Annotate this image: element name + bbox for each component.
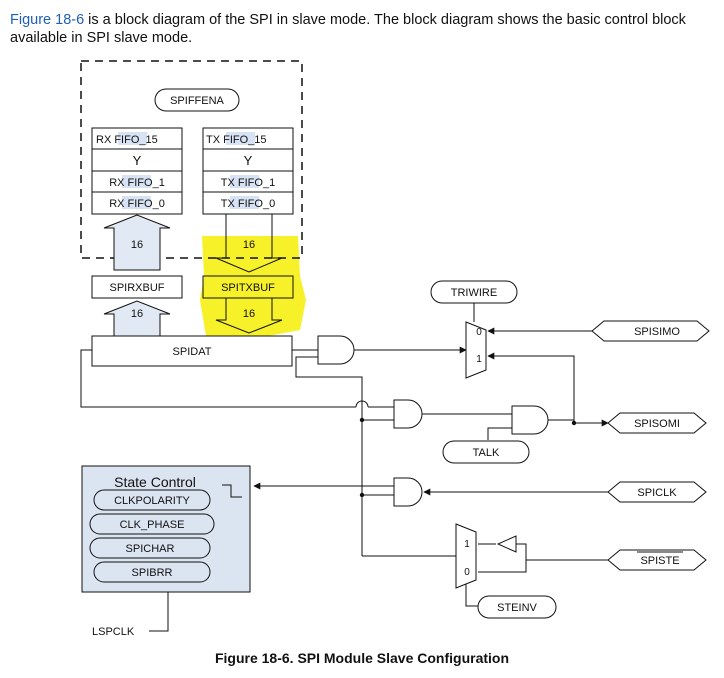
tx-fifo-bus-width: 16 (243, 239, 255, 251)
inverter-buffer (496, 535, 517, 553)
tx-fifo-15: TX FIFO_15 (206, 134, 267, 146)
spidat-box (91, 335, 293, 367)
steinv-wire (465, 584, 478, 607)
ste-to-inverter-wire (516, 543, 608, 561)
rx-fifo-bus-arrow (103, 214, 171, 271)
spisimo-label: SPISIMO (634, 326, 680, 338)
state-control-title: State Control (114, 474, 196, 490)
spidat-label: SPIDAT (173, 346, 212, 358)
steinv-label: STEINV (497, 602, 537, 614)
enable-junction-2 (359, 492, 365, 498)
steinv-pill (477, 595, 557, 619)
figure-caption: Figure 18-6. SPI Module Slave Configurat… (214, 650, 510, 666)
clock-waveform-icon (222, 484, 242, 498)
spiclk-port (607, 481, 707, 503)
rx-fifo-15: RX FIFO_15 (96, 134, 158, 146)
spirxbuf-box (91, 275, 183, 299)
rx-dat-bus-arrow (103, 300, 171, 337)
and-gate-somi-2 (511, 405, 549, 435)
rx-fifo-0: RX FIFO_0 (109, 198, 165, 210)
spisomi-port (607, 412, 707, 434)
simo-mux-in1: 1 (476, 354, 482, 365)
spisomi-label: SPISOMI (634, 418, 680, 430)
and-gate-somi-1 (393, 399, 423, 429)
state-item-clk-phase: CLK_PHASE (120, 519, 185, 531)
tx-fifo-stack: TX FIFO_15 Y TX FIFO_1 TX FIFO_0 (202, 127, 294, 215)
lspclk-label: LSPCLK (92, 626, 135, 638)
tx-fifo-1: TX FIFO_1 (221, 177, 275, 189)
rx-dat-bus-width: 16 (131, 308, 143, 320)
somi-feedback-wire (487, 352, 575, 423)
spitxbuf-label: SPITXBUF (221, 282, 275, 294)
state-item-spichar: SPICHAR (126, 543, 175, 555)
spirxbuf-label: SPIRXBUF (109, 282, 164, 294)
and-gate-clk (393, 477, 423, 507)
ste-mux-in0: 0 (464, 567, 470, 578)
and-gate-simo (317, 335, 355, 365)
talk-wire (487, 427, 512, 440)
spiffena-label: SPIFFENA (170, 95, 224, 107)
triwire-label: TRIWIRE (451, 287, 497, 299)
talk-pill (442, 440, 530, 464)
intro-line-2: available in SPI slave mode. (10, 30, 193, 46)
simo-mux (465, 321, 487, 379)
rx-fifo-stack: RX FIFO_15 Y RX FIFO_1 RX FIFO_0 (91, 127, 183, 215)
spiffena-pill (154, 88, 240, 112)
enable-to-simo-and (295, 356, 363, 420)
simo-mux-in0: 0 (476, 327, 482, 338)
rx-fifo-bus-width: 16 (131, 239, 143, 251)
ste-mux-in1: 1 (464, 539, 470, 550)
ste-to-mux0-wire (478, 560, 527, 573)
spisimo-port (591, 320, 710, 342)
ste-mux (455, 523, 477, 589)
rx-fifo-y: Y (133, 153, 142, 168)
lspclk-wire (149, 592, 169, 632)
spiste-label: SPISTE (640, 555, 679, 567)
spiclk-label: SPICLK (637, 487, 677, 499)
state-item-clkpolarity: CLKPOLARITY (114, 495, 190, 507)
spidat-feedback-wire (80, 349, 356, 408)
intro-text: Figure 18-6 is a block diagram of the SP… (10, 11, 724, 47)
spiste-port (607, 549, 707, 571)
somi-junction (571, 420, 577, 426)
state-item-spibrr: SPIBRR (132, 567, 173, 579)
tx-dat-bus-width: 16 (243, 308, 255, 320)
tx-dat-bus-arrow (215, 297, 283, 334)
figure-link[interactable]: Figure 18-6 (10, 12, 85, 28)
fifo-enclosure (80, 60, 303, 259)
tx-fifo-0: TX FIFO_0 (221, 198, 275, 210)
talk-label: TALK (473, 447, 500, 459)
rx-fifo-1: RX FIFO_1 (109, 177, 165, 189)
intro-line-1: is a block diagram of the SPI in slave m… (84, 12, 686, 28)
state-control-items: CLKPOLARITY CLK_PHASE SPICHAR SPIBRR (89, 489, 215, 583)
tx-fifo-bus-arrow (215, 213, 283, 273)
tx-fifo-y: Y (244, 153, 253, 168)
